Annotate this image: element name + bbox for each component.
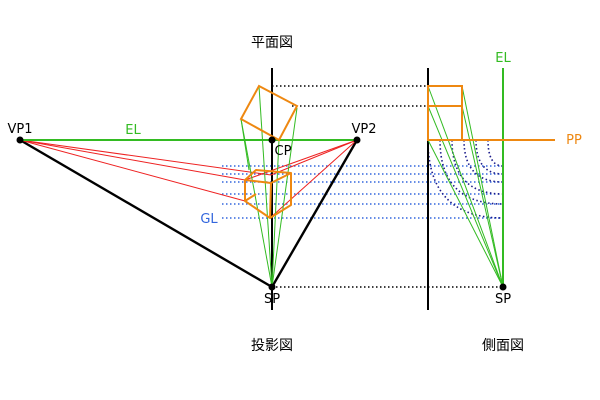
perspective-cube (244, 169, 292, 219)
cp-point (268, 136, 276, 144)
side-ray-4 (461, 105, 504, 288)
plan-ray-4 (271, 107, 298, 288)
ray-vp2-sp (270, 139, 359, 288)
picture-plane-label: PP (566, 133, 582, 148)
projection-dotted-lines (272, 85, 503, 288)
red-line-6 (269, 139, 358, 219)
side-view-label: 側面図 (482, 338, 524, 354)
arc-6 (487, 139, 504, 167)
plan-view-square (239, 84, 299, 142)
vanishing-rays (19, 138, 359, 289)
arc-3 (451, 139, 504, 195)
red-vanishing-lines (19, 139, 358, 219)
eye-level-label: EL (125, 123, 141, 138)
vp2-point (353, 136, 361, 144)
red-line-5 (270, 139, 358, 176)
side-ray-5 (427, 139, 504, 288)
side-ray-1 (427, 85, 504, 288)
plan-ray-1 (240, 118, 273, 288)
cube-back-bottom-edge (244, 193, 257, 202)
projection-view-label: 投影図 (251, 338, 293, 354)
plan-ray-2 (258, 85, 273, 288)
sp-side-label: SP (495, 292, 511, 307)
side-ray-3 (461, 85, 504, 288)
vp1-point (16, 136, 24, 144)
side-eye-level-label: EL (495, 51, 511, 66)
vp1-label: VP1 (7, 122, 32, 137)
arc-2 (439, 139, 504, 205)
red-line-4 (244, 139, 358, 181)
red-line-3 (19, 139, 272, 176)
height-dotted-lines (222, 165, 503, 219)
arc-5 (475, 139, 504, 175)
sp-front-point (268, 283, 276, 291)
ray-vp1-sp (19, 138, 273, 289)
rotation-arcs (427, 139, 504, 219)
points (16, 136, 507, 291)
sp-side-point (499, 283, 507, 291)
green-lines (20, 68, 504, 288)
side-ray-2 (427, 105, 504, 288)
plan-view-label: 平面図 (251, 35, 293, 51)
orange-shapes (239, 84, 555, 142)
plan-ray-5 (240, 118, 250, 171)
cp-label: CP (275, 144, 292, 159)
red-line-1 (19, 139, 246, 181)
vp2-label: VP2 (351, 122, 376, 137)
red-line-2 (19, 139, 246, 202)
arc-1 (427, 139, 504, 219)
ground-line-label: GL (200, 212, 218, 227)
cube-front-edge (269, 182, 272, 219)
sp-front-label: SP (264, 292, 280, 307)
arc-4 (463, 139, 504, 183)
side-view-box (427, 85, 463, 141)
